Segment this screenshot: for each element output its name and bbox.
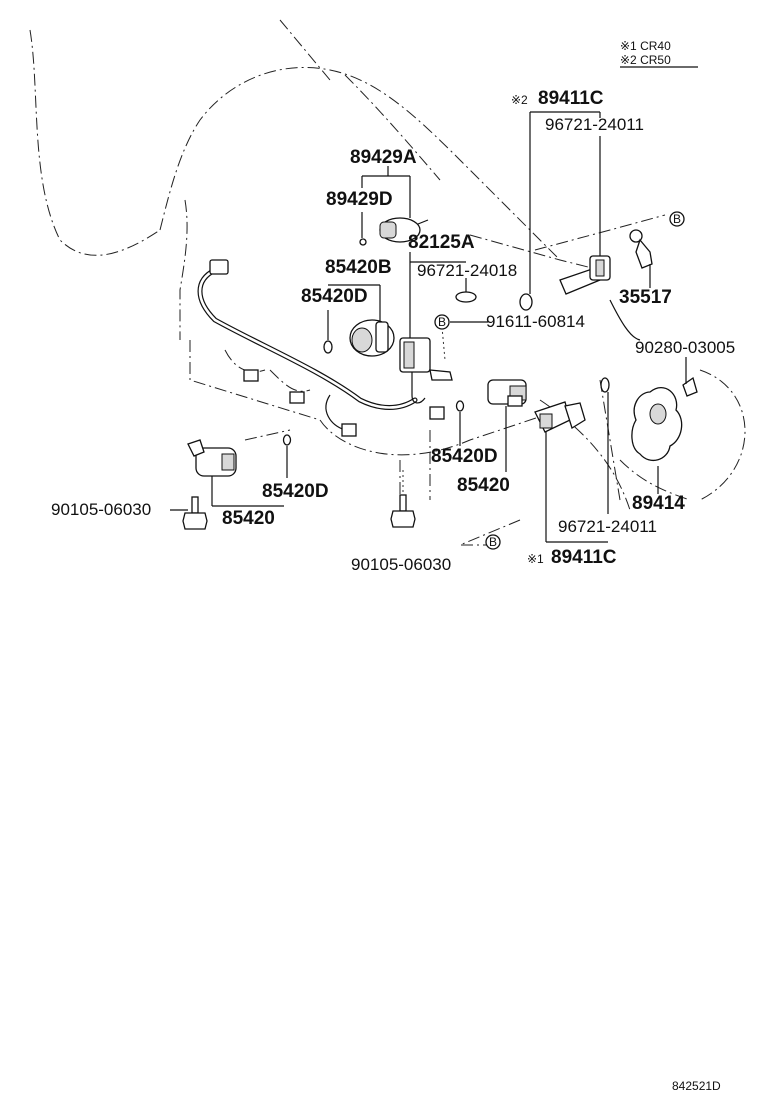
harness-clip-4 — [289, 391, 305, 404]
engine-outline — [29, 19, 746, 546]
legend-line-1: ※1 CR40 — [620, 39, 671, 53]
label-35517: 35517 — [619, 287, 672, 308]
harness-clip-1 — [341, 423, 357, 437]
label-90105-06030-center: 90105-06030 — [351, 555, 451, 574]
harness-clip-2 — [429, 406, 445, 420]
grommet-96721-24018 — [455, 291, 477, 303]
label-89414: 89414 — [632, 493, 685, 514]
label-96721-24018: 96721-24018 — [417, 261, 517, 280]
sensor-89411c-low — [534, 401, 586, 433]
marker-b-top-text: B — [673, 212, 681, 226]
label-96721-24011-top: 96721-24011 — [545, 115, 644, 134]
washer-85420d-low — [282, 434, 292, 446]
marker-b-mid: B — [434, 314, 450, 330]
label-85420d-mid: 85420D — [431, 446, 498, 467]
leader-lines — [170, 111, 687, 543]
washer-85420d — [323, 340, 333, 354]
label-85420-mid: 85420 — [457, 475, 510, 496]
label-89411c-top: 89411C — [538, 88, 604, 109]
label-90105-06030-left: 90105-06030 — [51, 500, 151, 519]
note-top: ※2 — [511, 93, 528, 107]
sensor-85420-mid — [487, 379, 527, 407]
bolt-90105-06030-center — [390, 494, 416, 528]
legend-line-2: ※2 CR50 — [620, 53, 671, 67]
vacuum-hose-harness — [197, 259, 445, 437]
label-85420b: 85420B — [325, 257, 392, 278]
harness-clip-3 — [243, 369, 259, 382]
label-89429a: 89429A — [350, 147, 417, 168]
sensor-89411c-top — [559, 255, 611, 295]
marker-b-low: B — [485, 534, 501, 550]
bracket-35517 — [629, 229, 653, 269]
washer-85420d-mid — [455, 400, 465, 412]
note-low: ※1 — [527, 552, 544, 566]
sensor-85420-low — [187, 439, 237, 477]
label-89429d: 89429D — [326, 189, 393, 210]
label-85420-low: 85420 — [222, 508, 275, 529]
label-90280-03005: 90280-03005 — [635, 338, 735, 357]
grommet-96721-24011-top — [519, 293, 533, 311]
applicability-legend: ※1 CR40 ※2 CR50 — [620, 39, 698, 68]
grommet-96721-24011-low — [600, 377, 610, 393]
clip-90280-03005 — [682, 376, 698, 397]
sensor-85420d-left — [349, 319, 395, 357]
o-ring-89429d — [359, 238, 367, 246]
label-89411c-low: 89411C — [551, 547, 617, 568]
marker-b-low-text: B — [489, 535, 497, 549]
marker-b-mid-text: B — [438, 315, 446, 329]
sensor-plate-89414 — [631, 386, 683, 462]
connector-82125a — [399, 270, 453, 404]
label-82125a: 82125A — [408, 232, 475, 253]
label-85420d-low: 85420D — [262, 481, 329, 502]
bolt-90105-06030-left — [182, 496, 208, 530]
sensor-89429d — [379, 217, 429, 243]
label-91611-60814: 91611-60814 — [486, 312, 585, 331]
catalog-number: 842521D — [672, 1079, 721, 1093]
harness-connector — [209, 259, 229, 275]
label-85420d-left: 85420D — [301, 286, 368, 307]
label-96721-24011-low: 96721-24011 — [558, 517, 657, 536]
marker-b-top: B — [669, 211, 685, 227]
